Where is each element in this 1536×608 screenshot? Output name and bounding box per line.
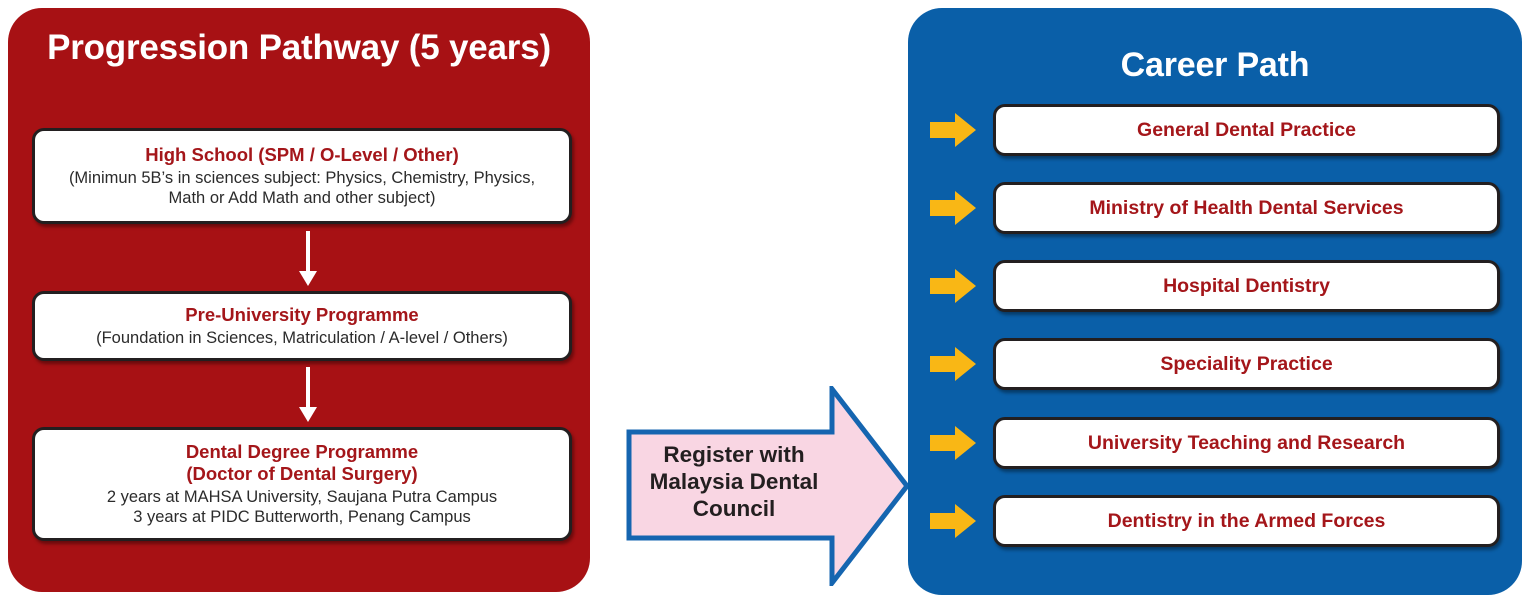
career-row: General Dental Practice: [930, 104, 1500, 156]
down-arrow-icon: [299, 367, 317, 422]
career-row: Speciality Practice: [930, 338, 1500, 390]
step-card-dental-degree-heading: Dental Degree Programme (Doctor of Denta…: [185, 441, 419, 484]
career-card-dentistry-in-the-armed-forces[interactable]: Dentistry in the Armed Forces: [993, 495, 1500, 547]
right-arrow-icon: [930, 347, 976, 381]
step-card-pre-university-heading: Pre-University Programme: [185, 304, 419, 326]
right-arrow-icon: [930, 504, 976, 538]
career-row: University Teaching and Research: [930, 417, 1500, 469]
step-card-high-school: High School (SPM / O-Level / Other) (Min…: [32, 128, 572, 224]
career-card-general-dental-practice[interactable]: General Dental Practice: [993, 104, 1500, 156]
career-card-hospital-dentistry[interactable]: Hospital Dentistry: [993, 260, 1500, 312]
step-card-high-school-subtext: (Minimun 5B’s in sciences subject: Physi…: [68, 168, 536, 207]
career-path-title: Career Path: [1120, 46, 1310, 84]
career-row: Hospital Dentistry: [930, 260, 1500, 312]
step-card-dental-degree: Dental Degree Programme (Doctor of Denta…: [32, 427, 572, 541]
step-card-pre-university: Pre-University Programme (Foundation in …: [32, 291, 572, 361]
career-row: Ministry of Health Dental Services: [930, 182, 1500, 234]
step-card-pre-university-subtext: (Foundation in Sciences, Matriculation /…: [96, 328, 508, 347]
register-arrow-shape: [626, 386, 910, 586]
down-arrow-icon: [299, 231, 317, 286]
register-arrow-label: Register with Malaysia Dental Council: [649, 442, 819, 521]
right-arrow-icon: [626, 386, 910, 586]
right-arrow-icon: [930, 269, 976, 303]
right-arrow-icon: [930, 191, 976, 225]
career-row: Dentistry in the Armed Forces: [930, 495, 1500, 547]
career-card-speciality-practice[interactable]: Speciality Practice: [993, 338, 1500, 390]
career-card-ministry-of-health-dental-services[interactable]: Ministry of Health Dental Services: [993, 182, 1500, 234]
progression-pathway-title: Progression Pathway (5 years): [47, 28, 551, 67]
step-card-dental-degree-subtext: 2 years at MAHSA University, Saujana Put…: [106, 487, 498, 526]
step-card-high-school-heading: High School (SPM / O-Level / Other): [145, 144, 459, 166]
right-arrow-icon: [930, 113, 976, 147]
right-arrow-icon: [930, 426, 976, 460]
career-card-university-teaching-and-research[interactable]: University Teaching and Research: [993, 417, 1500, 469]
